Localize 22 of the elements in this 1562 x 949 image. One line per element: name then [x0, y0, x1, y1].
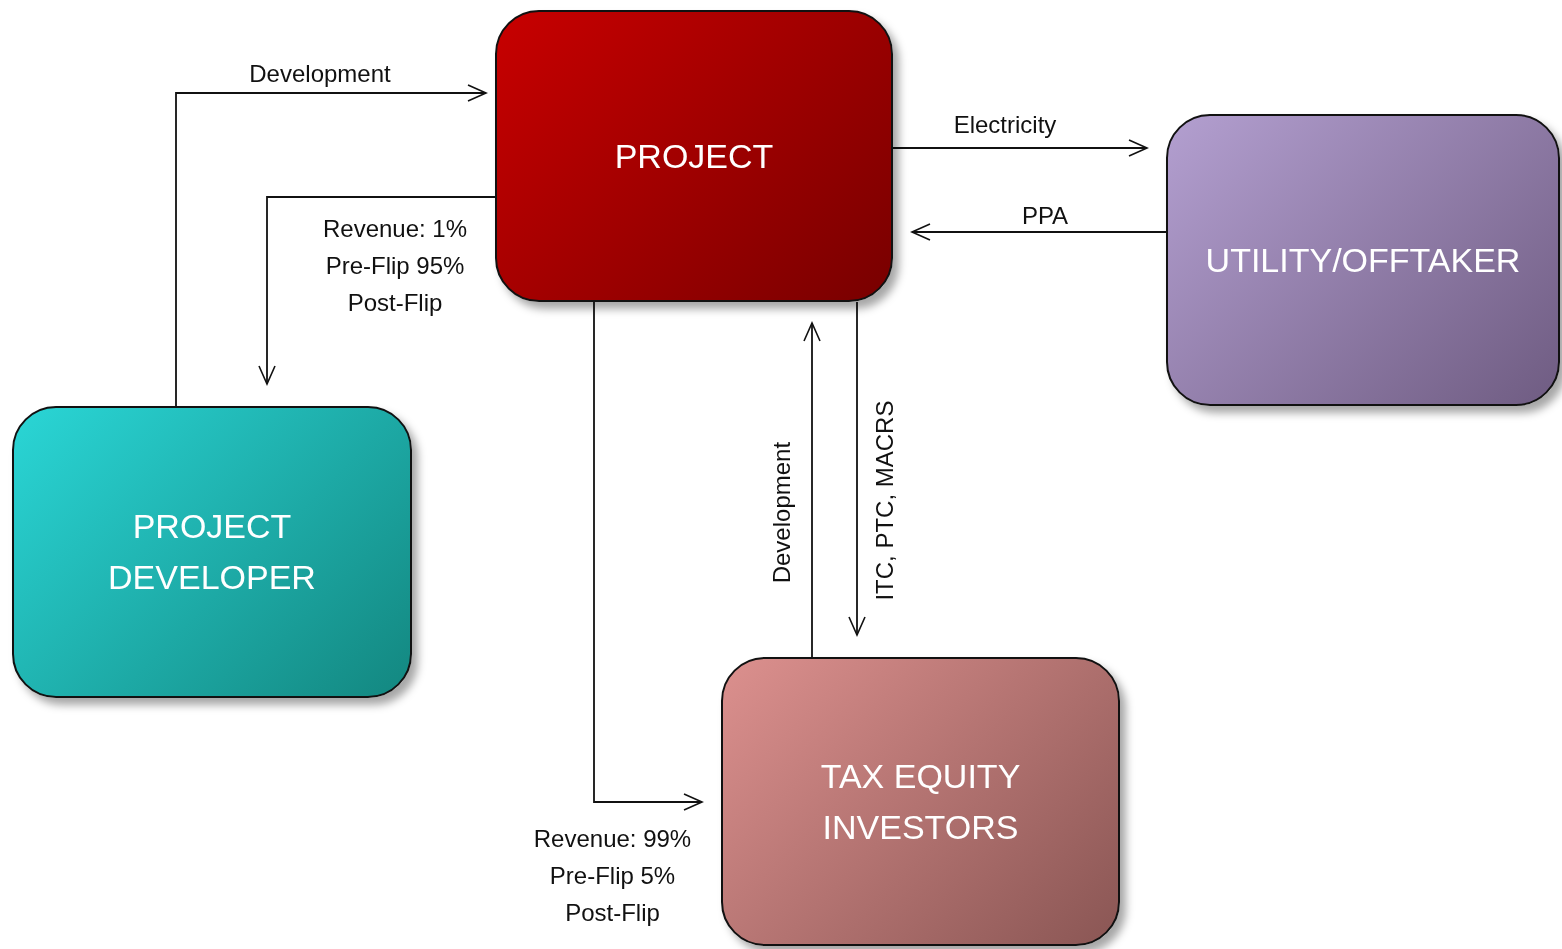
edge-label: Development [248, 59, 392, 89]
arrow [848, 301, 866, 636]
entity-box [1166, 114, 1560, 406]
entity-box [495, 10, 893, 302]
edge-label: Electricity [952, 110, 1058, 140]
arrow [175, 84, 487, 407]
entity-label: PROJECT [614, 135, 774, 177]
edge-label: Development [767, 440, 797, 586]
edge-label: Revenue: 99% Pre-Flip 5% Post-Flip [532, 824, 693, 929]
arrow [911, 223, 1167, 241]
entity-label: TAX EQUITY INVESTORS [819, 755, 1022, 848]
entity-box [721, 657, 1120, 946]
arrow [593, 301, 703, 811]
edge-label: ITC, PTC, MACRS [870, 399, 900, 603]
entity-label: PROJECT DEVELOPER [107, 506, 317, 598]
arrow [892, 139, 1148, 157]
entity-box [12, 406, 412, 698]
arrow [258, 196, 496, 385]
entity-label: UTILITY/OFFTAKER [1205, 239, 1521, 281]
edge-label: PPA [1020, 201, 1070, 231]
edge-label: Revenue: 1% Pre-Flip 95% Post-Flip [321, 214, 469, 319]
arrow [803, 322, 821, 658]
